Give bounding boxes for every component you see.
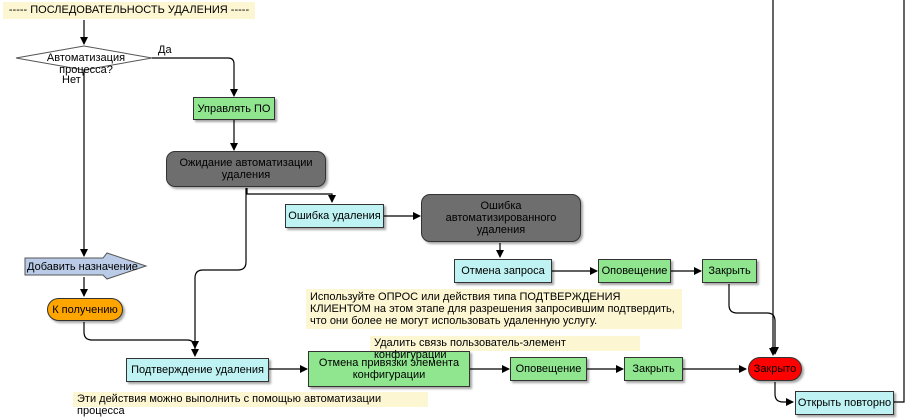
automated-error-node[interactable]: Ошибка автоматизированного удаления (421, 194, 581, 242)
decision-label[interactable]: Автоматизация процесса? (46, 52, 126, 76)
edge-waiting-confirm (191, 188, 247, 357)
removal-error-node[interactable]: Ошибка удаления (285, 204, 384, 228)
waiting-automation-node[interactable]: Ожидание автоматизации удаления (166, 151, 326, 187)
decision-yes-label: Да (158, 44, 172, 56)
close-bottom-node[interactable]: Закрыть (624, 357, 683, 381)
add-assignment-label[interactable]: Добавить назначение (27, 261, 138, 273)
closed-node[interactable]: Закрыто (748, 357, 802, 381)
edge-closed-reopen (774, 382, 794, 406)
cancel-request-node[interactable]: Отмена запроса (454, 259, 552, 283)
unbind-ci-node[interactable]: Отмена привязки элемента конфигурации (308, 351, 470, 387)
to-receipt-node[interactable]: К получению (47, 298, 123, 321)
edge-receipt-confirm (83, 322, 199, 349)
close-top-node[interactable]: Закрыть (702, 259, 757, 283)
edge-close-closed (728, 284, 779, 355)
notify-bottom-node[interactable]: Оповещение (510, 357, 587, 381)
remove-link-note: Удалить связь пользователь-элемент конфи… (370, 336, 640, 361)
confirm-removal-node[interactable]: Подтверждение удаления (126, 358, 269, 382)
section-header: ----- ПОСЛЕДОВАТЕЛЬНОСТЬ УДАЛЕНИЯ ----- (3, 2, 255, 19)
decision-diamond (15, 45, 153, 71)
notify-top-node[interactable]: Оповещение (598, 259, 671, 283)
survey-note: Используйте ОПРОС или действия типа ПОДТ… (306, 289, 682, 329)
reopen-node[interactable]: Открыть повторно (795, 391, 894, 415)
automation-note: Эти действия можно выполнить с помощью а… (73, 392, 428, 417)
edge-waiting-error (246, 188, 336, 203)
add-assignment-shape (24, 252, 148, 280)
edge-reopen-loop (893, 0, 905, 403)
edge-yes-manage (152, 57, 238, 97)
decision-no-label: Нет (62, 74, 81, 86)
manage-po-node[interactable]: Управлять ПО (193, 97, 275, 120)
